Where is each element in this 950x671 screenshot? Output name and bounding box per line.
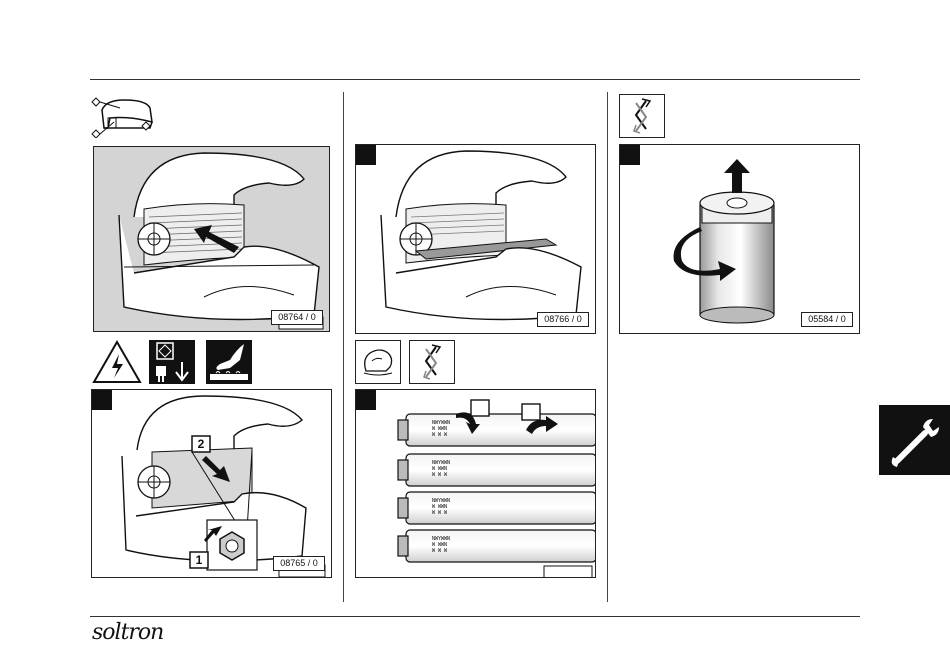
replace-lamp-icon — [409, 340, 455, 384]
bottom-rule — [90, 616, 860, 617]
figure-05584: 05584 / 0 — [619, 144, 860, 334]
column-divider-1 — [343, 92, 344, 602]
wrench-icon — [879, 405, 950, 475]
figure-number: 08765 / 0 — [273, 556, 325, 571]
callout-1: 1 — [190, 552, 208, 568]
brand-logo: soltron — [92, 620, 163, 645]
disconnect-power-icon — [149, 340, 195, 384]
cleaning-hand-icon — [355, 340, 401, 384]
solarium-location-icon — [90, 94, 160, 138]
lamp-1-markings: NWYWWN W WWN W W W — [432, 420, 450, 438]
callout-2: 2 — [192, 436, 210, 452]
column-divider-2 — [607, 92, 608, 602]
service-section-tab — [879, 405, 950, 475]
lamp-3-markings: NWYWWN W WWN W W W — [432, 498, 450, 516]
replace-starter-icon — [619, 94, 665, 138]
figure-08766: 08766 / 0 — [355, 144, 596, 334]
figure-number: 08764 / 0 — [271, 310, 323, 325]
figure-number: 05584 / 0 — [801, 312, 853, 327]
figure-number: 08766 / 0 — [537, 312, 589, 327]
figure-08764: 08764 / 0 — [93, 146, 330, 332]
lamp-4-markings: NWYWWN W WWN W W W — [432, 536, 450, 554]
step-marker — [356, 145, 376, 165]
lamp-tubes-figure: NWYWWN W WWN W W W NWYWWN W WWN W W W NW… — [355, 389, 596, 578]
step-marker — [92, 390, 112, 410]
step-marker — [356, 390, 376, 410]
hot-surface-icon — [206, 340, 252, 384]
step-marker — [620, 145, 640, 165]
figure-08765: 2 1 08765 / 0 — [91, 389, 332, 578]
top-rule — [90, 79, 860, 80]
lamp-2-markings: NWYWWN W WWN W W W — [432, 460, 450, 478]
electric-hazard-icon — [92, 340, 142, 384]
